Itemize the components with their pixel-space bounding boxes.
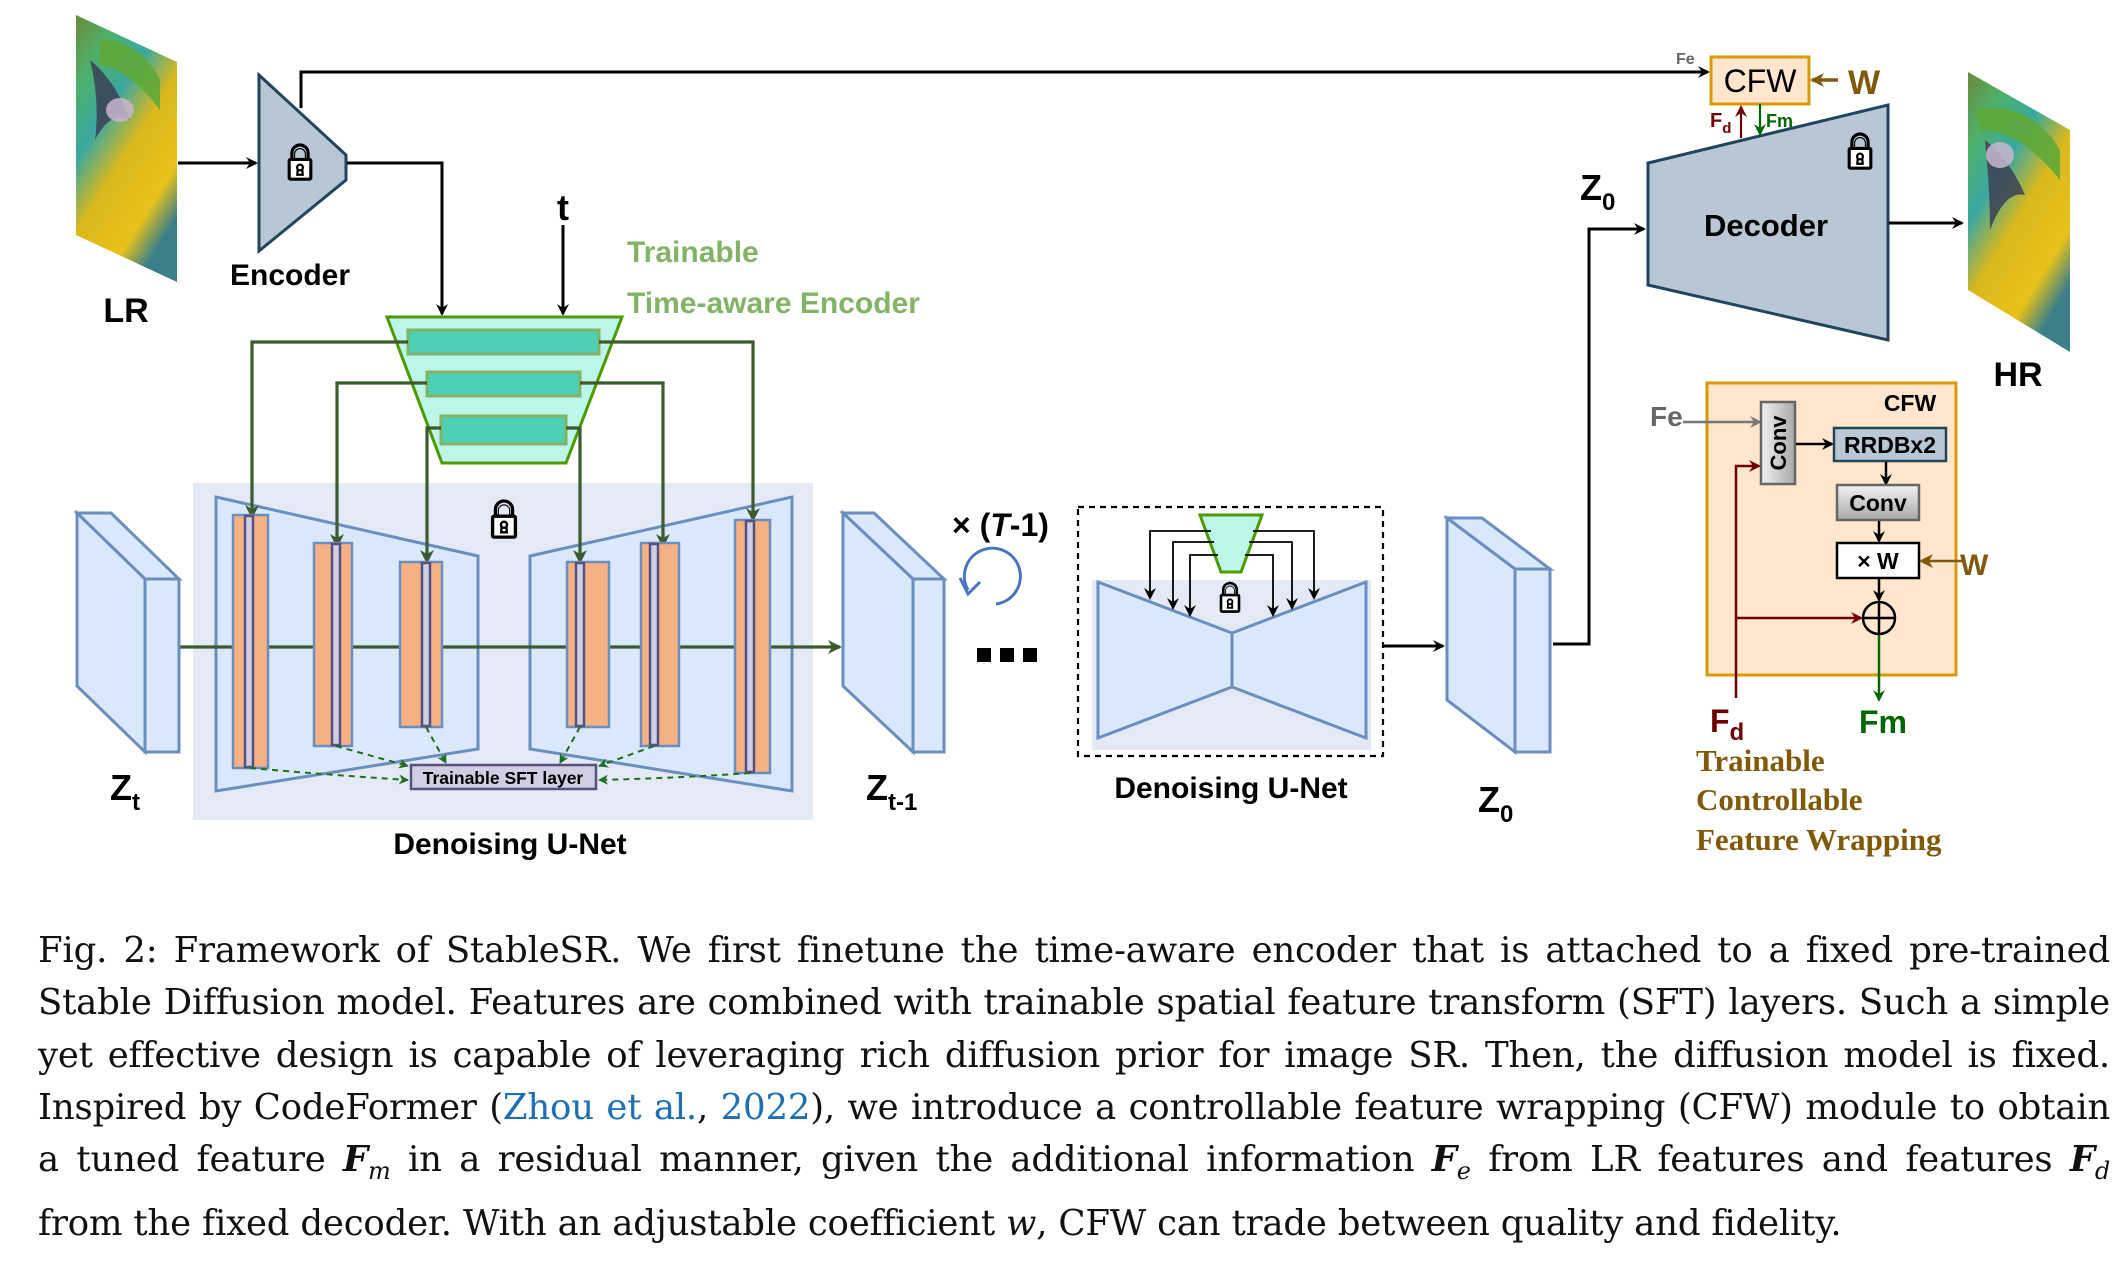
time-encoder-layer-2 (425, 370, 582, 398)
cfw-w-label: W (1960, 549, 1989, 582)
fd-small-label: Fd (1710, 110, 1731, 137)
cfw-detail-title: CFW (1884, 390, 1937, 416)
cfw-fd-to-conv-path (1734, 460, 1761, 698)
latent-z0-block (1442, 515, 1555, 756)
loop-arrow-icon (962, 546, 1022, 606)
cfw-detail-fe-label: Fe (1650, 401, 1683, 432)
small-time-encoder (1197, 513, 1265, 574)
stablesr-framework-diagram: LR Encoder t Trainable Time-aware Encode… (73, 15, 2070, 861)
sft-bar-up-2 (648, 542, 660, 747)
caption-text: , (697, 1086, 721, 1128)
cfw-add-icon (1861, 600, 1897, 636)
caption-line-2: Stable Diffusion model. Features are com… (38, 982, 2110, 1024)
cfw-rrdb-box (1832, 426, 1948, 463)
cfw-caption-line2: Controllable (1696, 782, 1863, 817)
small-unet-label: Denoising U-Net (1114, 772, 1347, 805)
repeat-label: × (T-1) (952, 507, 1049, 543)
math-fd: Fd (2069, 1139, 2111, 1186)
sft-bar-up-1 (574, 561, 586, 728)
ellipsis-dots (977, 648, 1037, 662)
decoder-block (1646, 103, 1890, 342)
cfw-rrdb-label: RRDBx2 (1844, 432, 1936, 458)
unet-block-up-1 (565, 560, 611, 729)
cfw-small-label: CFW (1724, 63, 1798, 99)
small-unet-connections (1144, 530, 1320, 617)
cfw-small-box (1709, 55, 1811, 106)
cfw-fm-label: Fm (1859, 704, 1907, 740)
lr-label: LR (103, 292, 148, 330)
trainable-label-line1: Trainable (627, 236, 759, 269)
math-fm: Fm (342, 1139, 391, 1186)
latent-zt-block (73, 509, 183, 756)
caption-text: Inspired by CodeFormer ( (38, 1086, 503, 1128)
caption-text: ), we introduce a controllable feature w… (810, 1086, 2111, 1128)
caption-text: a tuned feature (38, 1139, 343, 1181)
trainable-label-line2: Time-aware Encoder (627, 287, 920, 320)
sft-bar-down-1 (243, 514, 255, 769)
encoder-to-time-encoder-arrow (347, 161, 448, 316)
time-encoder-layer-1 (406, 328, 601, 356)
encoder-label: Encoder (230, 259, 350, 292)
sft-bar-up-3 (744, 519, 756, 774)
cfw-conv-vertical-box (1759, 400, 1797, 486)
decoder-label: Decoder (1704, 208, 1828, 243)
w-small-label: W (1848, 64, 1881, 102)
cfw-fd-label: Fd (1710, 703, 1744, 746)
zt-label: Zt (110, 767, 140, 816)
sft-layer-box (409, 763, 598, 791)
citation-link-author[interactable]: Zhou et al. (502, 1086, 698, 1128)
caption-line-5: a tuned feature Fm in a residual manner,… (38, 1134, 2110, 1197)
sft-bar-down-2 (330, 542, 342, 747)
sft-layer-label: Trainable SFT layer (423, 768, 584, 788)
z0-label: Z0 (1478, 779, 1513, 828)
fe-small-label: Fe (1676, 51, 1695, 68)
latent-zt-minus-1-block (839, 509, 948, 756)
encoder-to-cfw-line (299, 66, 1710, 108)
cfw-conv-label: Conv (1849, 490, 1907, 516)
small-unet-up (1230, 579, 1368, 741)
sft-bar-down-3 (420, 561, 432, 728)
math-fe: Fe (1431, 1139, 1471, 1186)
caption-text: from the fixed decoder. With an adjustab… (38, 1202, 1007, 1244)
small-unet-dashed-frame (1076, 505, 1385, 758)
hr-label: HR (1993, 356, 2042, 394)
lr-image (76, 15, 177, 282)
cfw-caption-line3: Feature Wrapping (1696, 822, 1942, 857)
hr-image (1968, 72, 2070, 352)
timestep-label: t (557, 187, 569, 228)
caption-text: from LR features and features (1470, 1139, 2070, 1181)
figure-caption: Fig. 2: Framework of StableSR. We first … (38, 925, 2110, 1250)
zt-minus-1-label: Zt-1 (866, 767, 917, 816)
cfw-multiply-w-label: × W (1857, 548, 1899, 574)
unet-block-up-2 (639, 541, 681, 748)
z0-top-label: Z0 (1580, 167, 1615, 216)
caption-text: , CFW can trade between quality and fide… (1036, 1202, 1842, 1244)
caption-line-3: yet effective design is capable of lever… (38, 1034, 2110, 1076)
unet-feature-blocks (231, 513, 772, 775)
citation-link-year[interactable]: 2022 (720, 1086, 811, 1128)
cfw-conv-box (1835, 483, 1921, 522)
sft-dashed-connections (249, 726, 751, 785)
z0-to-decoder-line (1553, 223, 1646, 646)
caption-line-4: Inspired by CodeFormer (Zhou et al., 202… (38, 1082, 2110, 1134)
unet-main-label: Denoising U-Net (393, 828, 626, 861)
caption-line-1: Fig. 2: Framework of StableSR. We first … (38, 930, 2110, 971)
loop-arrowhead (958, 577, 982, 597)
time-encoder-layer-3 (439, 414, 568, 446)
caption-line-6: from the fixed decoder. With an adjustab… (38, 1198, 2110, 1250)
caption-text: in a residual manner, given the addition… (390, 1139, 1432, 1181)
cfw-caption-line1: Trainable (1696, 743, 1825, 778)
fm-small-label: Fm (1766, 111, 1793, 131)
cfw-conv-vertical-label: Conv (1766, 415, 1791, 471)
math-w: w (1006, 1202, 1037, 1244)
time-encoder-connections (245, 340, 760, 564)
